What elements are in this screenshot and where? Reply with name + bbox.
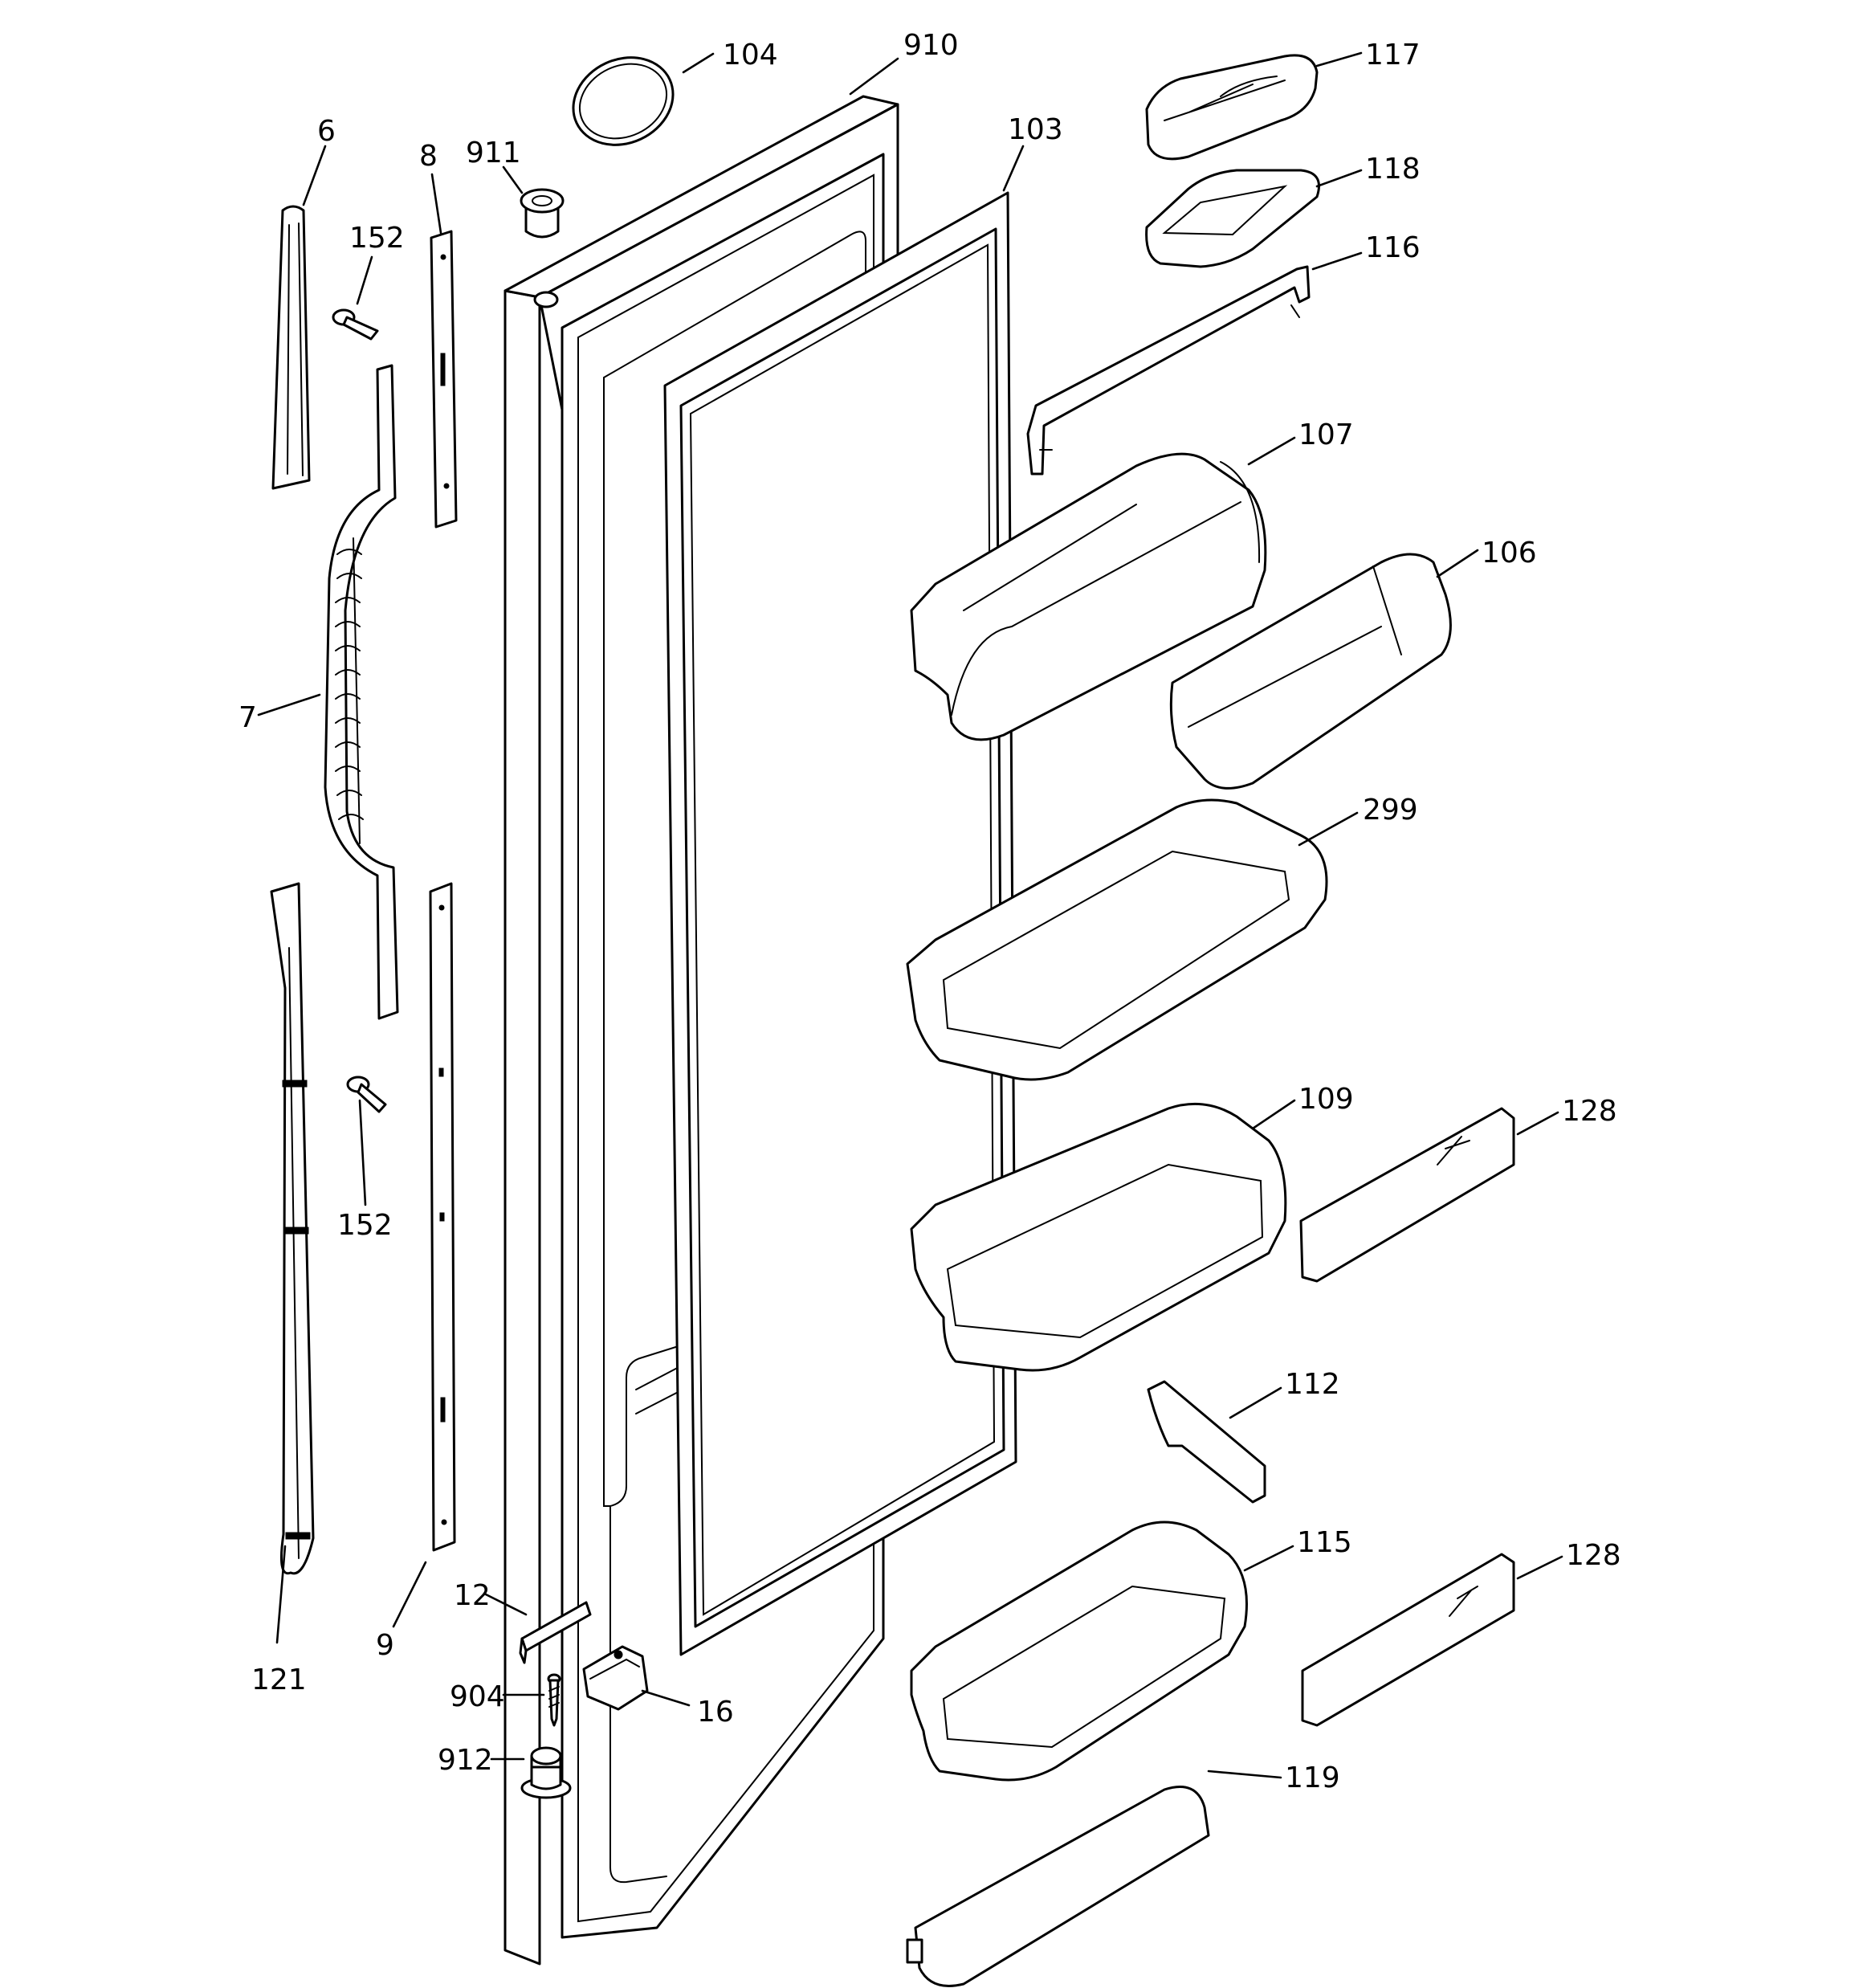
callout-7: 7 xyxy=(238,701,257,734)
callout-152-upper: 152 xyxy=(349,222,405,255)
door-bin-115 xyxy=(910,1521,1248,1782)
callout-104: 104 xyxy=(723,39,778,71)
callout-6: 6 xyxy=(317,115,336,148)
upper-handle-trim-6 xyxy=(271,205,311,490)
callout-9: 9 xyxy=(376,1629,394,1662)
hinge-bushing-912 xyxy=(520,1746,572,1799)
callout-106: 106 xyxy=(1482,537,1537,569)
callout-103: 103 xyxy=(1008,113,1063,146)
hinge-bracket-12 xyxy=(519,1601,592,1664)
callout-904: 904 xyxy=(450,1680,505,1713)
door-bin-107 xyxy=(910,452,1267,741)
door-hinge-16 xyxy=(582,1645,649,1711)
callout-16: 16 xyxy=(697,1696,734,1729)
callout-152-lower: 152 xyxy=(337,1209,393,1242)
screw-152-lower xyxy=(346,1076,387,1113)
dairy-bracket-116 xyxy=(1026,265,1311,476)
door-bin-299 xyxy=(906,798,1328,1081)
callout-115: 115 xyxy=(1297,1526,1352,1559)
callout-109: 109 xyxy=(1298,1083,1354,1116)
lower-handle-trim-121 xyxy=(270,882,315,1575)
mounting-strip-9 xyxy=(429,882,456,1552)
bin-divider-112 xyxy=(1147,1380,1266,1504)
bushing-911 xyxy=(520,188,565,239)
handle-mount-strip-8 xyxy=(430,230,458,529)
hinge-screw-904 xyxy=(547,1673,561,1727)
callout-117: 117 xyxy=(1365,39,1421,71)
callout-8: 8 xyxy=(419,140,438,173)
bin-front-128-upper xyxy=(1299,1107,1515,1283)
callout-118: 118 xyxy=(1365,153,1421,186)
callout-128-upper: 128 xyxy=(1562,1095,1617,1128)
door-bin-106 xyxy=(1169,553,1452,790)
callout-912: 912 xyxy=(438,1744,493,1777)
door-bin-109 xyxy=(910,1102,1287,1372)
callout-107: 107 xyxy=(1298,418,1354,451)
callout-112: 112 xyxy=(1285,1368,1340,1401)
screw-152-upper xyxy=(332,308,379,341)
callout-116: 116 xyxy=(1365,231,1421,264)
leader-lines xyxy=(257,51,1563,1779)
callout-911: 911 xyxy=(466,137,521,169)
callout-121: 121 xyxy=(251,1663,307,1696)
callout-labels: 104 910 103 117 118 116 107 106 299 109 … xyxy=(238,29,1621,1794)
door-handle-7 xyxy=(324,364,399,1020)
callout-299: 299 xyxy=(1363,794,1418,827)
gasket-ring-104 xyxy=(572,56,675,146)
callout-119: 119 xyxy=(1285,1761,1340,1794)
bin-front-128-lower xyxy=(1301,1553,1515,1727)
callout-910: 910 xyxy=(903,29,959,62)
callout-128-lower: 128 xyxy=(1566,1539,1621,1572)
callout-12: 12 xyxy=(454,1579,491,1612)
bin-front-119 xyxy=(906,1786,1210,1987)
dairy-cover-117 xyxy=(1145,54,1319,161)
dairy-tray-118 xyxy=(1145,169,1320,268)
